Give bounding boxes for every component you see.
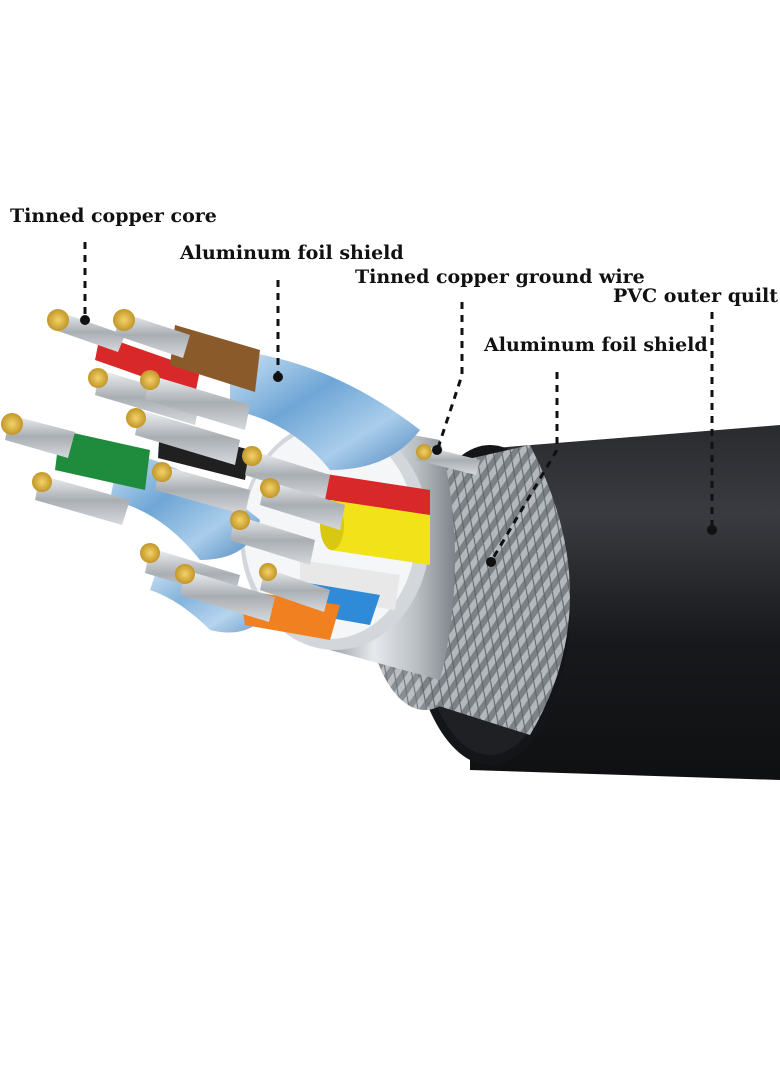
callout-lines (83, 242, 714, 561)
dot-pvc-outer-quilt (707, 525, 717, 535)
leader-tinned-copper-ground-wire (436, 302, 464, 449)
wire-bundle (5, 312, 480, 622)
copper-tips (1, 309, 432, 584)
dot-aluminum-foil-shield-outer (486, 557, 496, 567)
label-aluminum-foil-shield-inner: Aluminum foil shield (180, 242, 404, 264)
leader-aluminum-foil-shield-outer (490, 372, 559, 561)
label-aluminum-foil-shield-outer: Aluminum foil shield (484, 334, 708, 356)
label-pvc-outer-quilt: PVC outer quilt (613, 285, 779, 307)
label-tinned-copper-ground-wire: Tinned copper ground wire (355, 266, 645, 288)
dot-aluminum-foil-shield-inner (273, 372, 283, 382)
callout-dots (80, 315, 717, 567)
dot-tinned-copper-ground-wire (432, 445, 442, 455)
label-tinned-copper-core: Tinned copper core (10, 205, 217, 227)
dot-tinned-copper-core (80, 315, 90, 325)
